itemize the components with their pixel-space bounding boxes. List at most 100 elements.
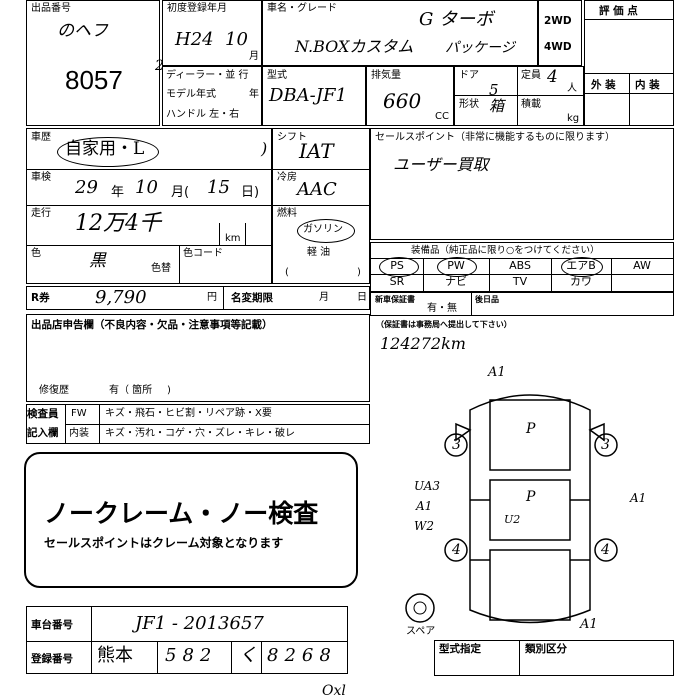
type-box: 型式 DBA-JF1 — [262, 66, 366, 126]
equip-navi: ナビ — [445, 275, 467, 288]
equip-tv: TV — [512, 275, 528, 288]
shape-value: 箱 — [489, 97, 505, 115]
car-name: N.BOXカスタム — [295, 37, 414, 56]
first-reg-month-label: 月 — [249, 51, 259, 62]
spare-label: スペア — [406, 626, 436, 637]
package: パッケージ — [445, 40, 515, 56]
dealer-label: ディーラー・並 行 — [166, 70, 249, 81]
evaluation-box: 評 価 点 外 装 内 装 — [584, 0, 674, 126]
warranty-box: 新車保証書 有・無 後日品 — [370, 292, 674, 316]
mark-p-front: P — [526, 421, 536, 437]
capacity-label: 定員 — [521, 70, 541, 81]
shape-label: 形状 — [459, 99, 479, 110]
history-value: 自家用・L — [65, 139, 145, 159]
mileage-value: 12万4千 — [75, 211, 161, 236]
color-label: 色 — [31, 248, 41, 259]
mark-a1-right: A1 — [630, 491, 647, 505]
bottom-stamp: Oxl — [322, 683, 346, 699]
fw-body: キズ・飛石・ヒビ割・リペア跡・X要 — [105, 408, 272, 419]
aircon-label: 冷房 — [277, 172, 297, 183]
warranty-value: 有・無 — [427, 303, 457, 314]
repair-close: ) — [167, 385, 171, 396]
inspection-month-label: 月( — [171, 185, 190, 200]
load-label: 積載 — [521, 99, 541, 110]
equipment-box: 装備品（純正品に限り○をつけてください） PS PW ABS エアB AW SR… — [370, 242, 674, 292]
name-change-label: 名変期限 — [231, 292, 273, 304]
store-report-box: 出品店申告欄（不良内容・欠品・注意事項等記載） 修復歴 有（ 箇所 ) — [26, 314, 370, 402]
ext-label: 外 装 — [591, 79, 616, 91]
circle-airbag — [561, 257, 603, 277]
chassis-label: 車台番号 — [31, 619, 73, 631]
model-year-label: モデル年式 — [166, 89, 216, 100]
class-label: 類別区分 — [525, 643, 567, 655]
odometer-value: 124272km — [380, 334, 466, 353]
inspection-year-hand: 29 — [75, 177, 98, 198]
car-name-label: 車名・グレード — [267, 3, 337, 14]
cc-label: CC — [435, 111, 449, 122]
car-name-box: 車名・グレード G ターボ N.BOXカスタム パッケージ — [262, 0, 538, 66]
door-label: ドア — [459, 70, 479, 81]
mark-3-left: 3 — [452, 437, 461, 453]
type-spec-label: 型式指定 — [439, 643, 481, 655]
equip-leather: カワ — [570, 275, 592, 288]
history-bracket: ) — [261, 139, 268, 158]
capacity-unit: 人 — [567, 83, 577, 94]
recycle-label: R券 — [31, 292, 50, 304]
wheel-front-left — [444, 433, 468, 457]
equip-aw: AW — [633, 259, 651, 272]
aircon-value: AAC — [297, 179, 337, 200]
history-label: 車歴 — [31, 132, 51, 143]
mirror-right — [588, 422, 605, 442]
equip-abs: ABS — [509, 259, 531, 272]
color-change-label: 色替 — [151, 263, 171, 274]
sales-point-value: ユーザー買取 — [393, 155, 489, 174]
repair-value: 有（ 箇所 — [109, 385, 153, 396]
mileage-unit: km — [225, 233, 241, 244]
mark-a1-top: A1 — [488, 365, 506, 380]
store-report-label: 出品店申告欄（不良内容・欠品・注意事項等記載） — [31, 319, 273, 331]
mirror-left — [455, 422, 472, 442]
car-rear-area — [489, 549, 571, 621]
no-claim-box: ノークレーム・ノー検査 セールスポイントはクレーム対象となります — [24, 452, 358, 588]
spare-tire — [405, 593, 435, 623]
diesel-label: 軽 油 — [307, 247, 331, 258]
mark-4-right: 4 — [601, 542, 610, 558]
recycle-value: 9,790 — [95, 287, 147, 308]
name-change-month: 月 — [319, 292, 329, 303]
lot-number-hand: のヘフ — [57, 21, 108, 41]
wheel-rear-left — [444, 538, 468, 562]
fw-head: FW — [71, 408, 87, 419]
color-code-label: 色コード — [183, 248, 223, 259]
car-roof-area — [489, 479, 571, 541]
mileage-label: 走行 — [31, 208, 51, 219]
inspector-label2: 記入欄 — [27, 427, 59, 439]
chassis-value: JF1 - 2013657 — [135, 613, 264, 634]
chassis-box: 車台番号 JF1 - 2013657 登録番号 熊本 582 く 8268 — [26, 606, 348, 674]
lot-number-box: 出品番号 のヘフ 8057 2 — [26, 0, 164, 126]
displacement-label: 排気量 — [371, 70, 401, 81]
equipment-label: 装備品（純正品に限り○をつけてください） — [411, 245, 600, 256]
warranty-label: 新車保証書 — [375, 295, 415, 304]
first-reg-era: H24 — [175, 29, 214, 50]
inspector-box: 検査員 記入欄 FW キズ・飛石・ヒビ割・リペア跡・X要 内装 キズ・汚れ・コゲ… — [26, 404, 370, 444]
type-value: DBA-JF1 — [269, 85, 347, 106]
mark-a1-bottom: A1 — [580, 617, 598, 632]
fuel-label: 燃料 — [277, 208, 297, 219]
car-front-area — [489, 399, 571, 471]
first-reg-box: 初度登録年月 H24 10 月 — [162, 0, 262, 66]
wheel-rear-right — [594, 538, 618, 562]
inspection-label: 車検 — [31, 172, 51, 183]
car-diagram — [405, 394, 618, 624]
history-circle — [57, 137, 159, 167]
dealer-box: ディーラー・並 行 モデル年式 年 ハンドル 左・右 — [162, 66, 262, 126]
door-value: 5 — [489, 81, 499, 99]
type-spec-box: 型式指定 類別区分 — [434, 640, 674, 676]
wd2-label: 2WD — [544, 15, 572, 27]
recycle-box: R券 9,790 円 名変期限 月 日 — [26, 286, 370, 310]
reg-number: 8268 — [267, 645, 337, 666]
odometer-label: （保証書は事務局へ提出して下さい） — [376, 320, 512, 329]
repair-label: 修復歴 — [39, 385, 69, 396]
lot-number-note: 2 — [155, 58, 164, 74]
first-reg-label: 初度登録年月 — [167, 3, 227, 14]
shift-box: シフト IAT 冷房 AAC 燃料 ガソリン 軽 油 ( ) — [272, 128, 370, 284]
